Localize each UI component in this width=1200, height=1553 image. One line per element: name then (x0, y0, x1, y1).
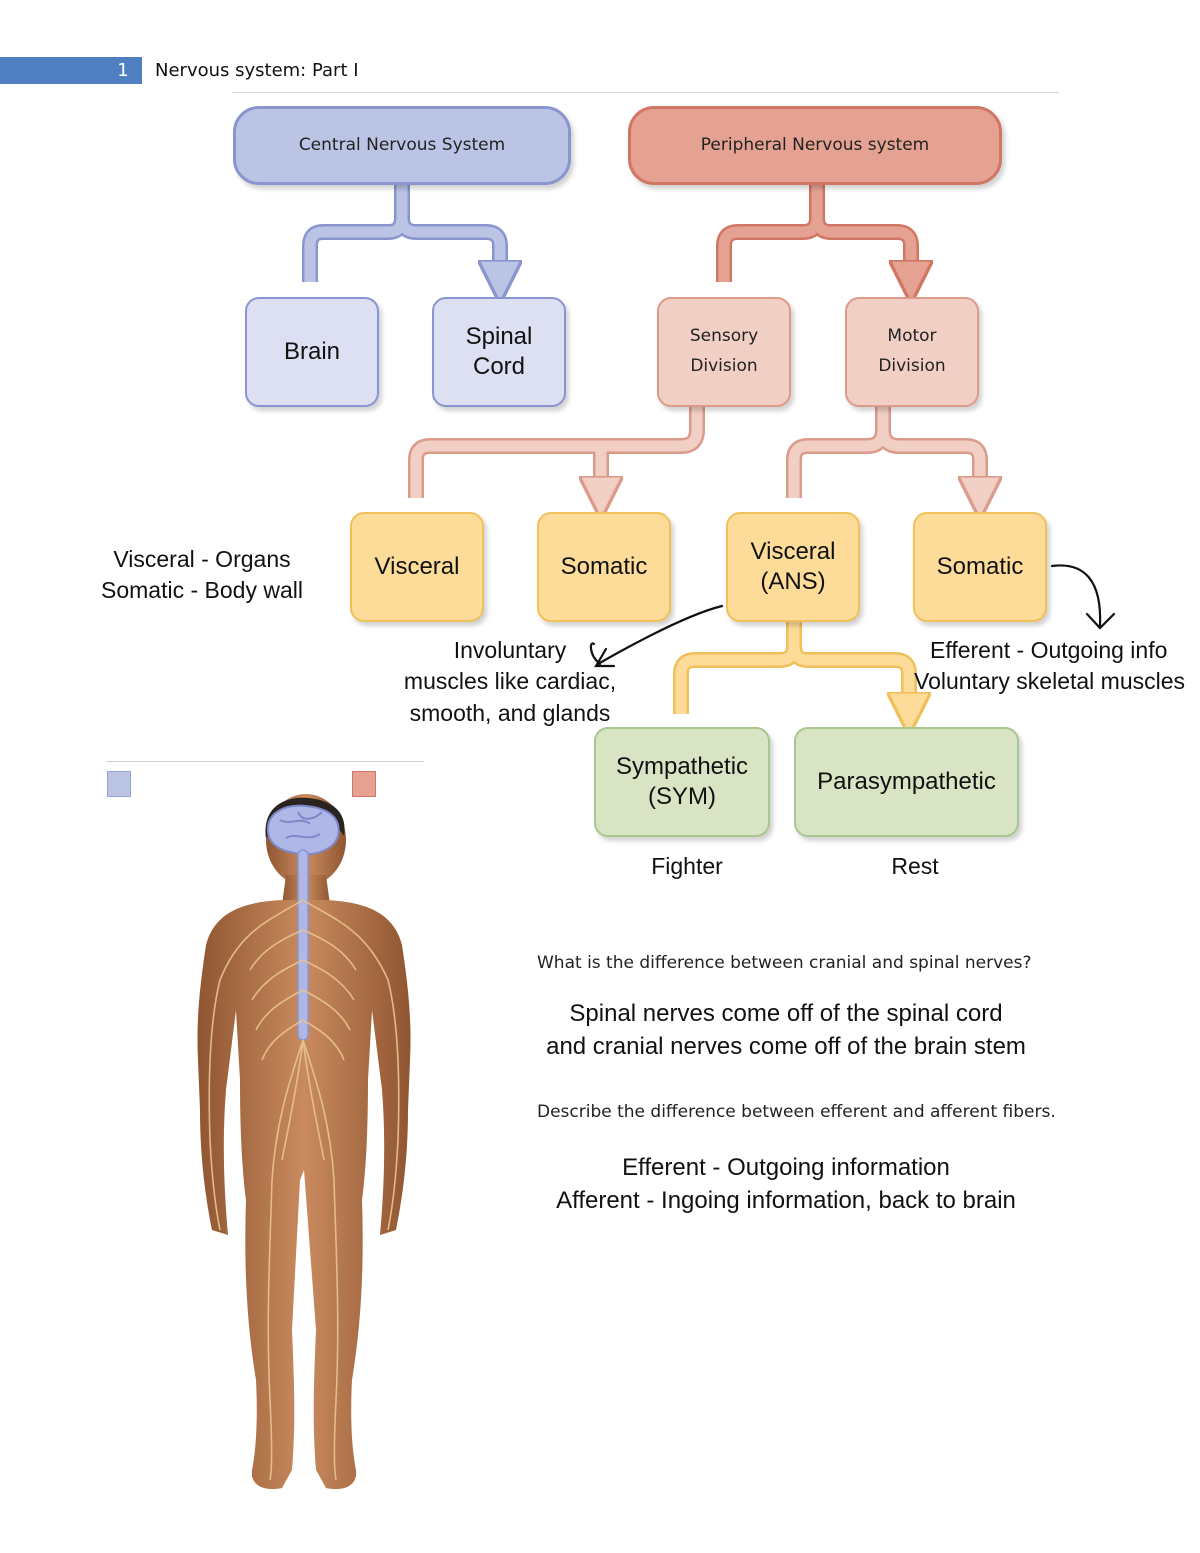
peripheral-nerves (208, 899, 400, 1481)
pns-swatch-icon (352, 771, 376, 797)
cns-node: Central Nervous System (233, 106, 571, 185)
pns-connector (716, 183, 911, 282)
handwritten-arrow-efferent (1050, 564, 1116, 630)
brain-node: Brain (245, 297, 379, 407)
visceral-ans-label: Visceral(ANS) (750, 538, 836, 595)
visceral-sensory-label: Visceral (374, 553, 460, 580)
somatic-motor-node: Somatic (913, 512, 1047, 622)
visceral-sensory-node: Visceral (350, 512, 484, 622)
visceral-ans-node: Visceral(ANS) (726, 512, 860, 622)
pns-node: Peripheral Nervous system (628, 106, 1002, 185)
page-title: Nervous system: Part I (155, 60, 359, 81)
cns-swatch-icon (107, 771, 131, 797)
pns-label: Peripheral Nervous system (700, 134, 930, 155)
answer-1: Spinal nerves come off of the spinal cor… (546, 1000, 1026, 1060)
handwritten-arrow-involuntary (589, 604, 724, 668)
somatic-motor-label: Somatic (936, 553, 1024, 580)
spinal-cord-illustration (297, 849, 309, 1041)
question-2: Describe the difference between efferent… (537, 1102, 1056, 1122)
sympathetic-node: Sympathetic(SYM) (594, 727, 770, 837)
legend-divider (106, 761, 424, 762)
motor-connector (786, 404, 980, 498)
sensory-connector (408, 404, 705, 498)
header-bar (0, 57, 142, 84)
fighter-note: Fighter (651, 853, 723, 879)
somatic-sensory-label: Somatic (560, 553, 648, 580)
cns-connector (302, 183, 500, 282)
question-1: What is the difference between cranial a… (537, 953, 1032, 973)
sympathetic-label: Sympathetic(SYM) (615, 753, 749, 810)
parasympathetic-node: Parasympathetic (794, 727, 1019, 837)
header-divider (232, 92, 1059, 93)
cns-label: Central Nervous System (298, 134, 506, 155)
page-number: 1 (117, 60, 129, 81)
parasympathetic-label: Parasympathetic (817, 768, 996, 795)
rest-note: Rest (891, 853, 939, 879)
brain (266, 804, 340, 856)
somatic-sensory-node: Somatic (537, 512, 671, 622)
ans-connector (673, 620, 909, 714)
brain-label: Brain (283, 338, 341, 365)
